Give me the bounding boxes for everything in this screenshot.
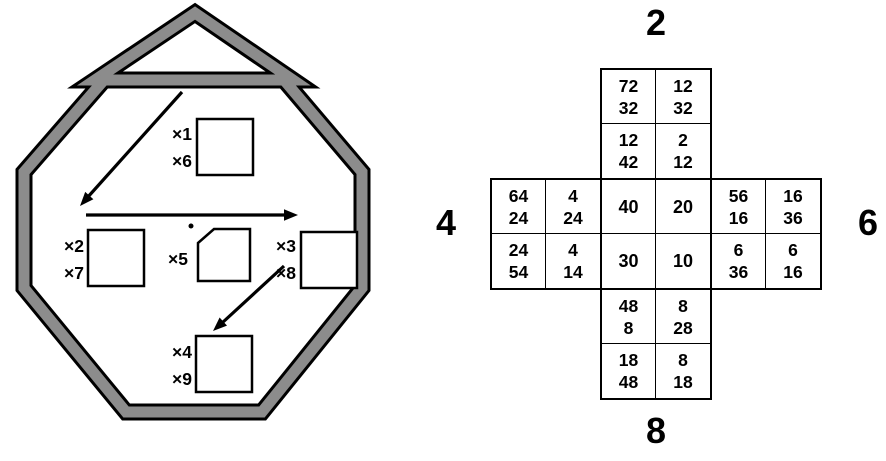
- grid-cell: 20: [656, 180, 710, 234]
- cell-value: 48: [618, 372, 639, 392]
- arrow-1-head: [80, 191, 94, 206]
- cell-value: 4: [568, 240, 578, 260]
- answer-box-2: [86, 228, 146, 288]
- cross-arm-left: 64 24 4 24 24 54 4 14: [490, 178, 602, 290]
- answer-box-3: [299, 230, 359, 290]
- grid-cell: 72 32: [602, 70, 656, 124]
- cell-value: 16: [783, 262, 803, 282]
- dot: [188, 223, 194, 229]
- grid-cell: 12 32: [656, 70, 710, 124]
- arrow-3-head: [213, 317, 227, 331]
- cell-value: 64: [508, 185, 529, 206]
- cross-arm-bottom: 48 8 8 28 18 48 8 18: [600, 288, 712, 400]
- cell-value: 8: [678, 295, 688, 316]
- outer-label-bottom: 8: [645, 410, 667, 451]
- cell-value: 6: [788, 240, 798, 260]
- arrow-1-line: [85, 90, 184, 200]
- multiplier-line: ×5: [168, 249, 188, 269]
- answer-box-4: [194, 334, 254, 394]
- cell-value: 36: [783, 207, 803, 228]
- grid-cell: 2 12: [656, 124, 710, 178]
- house-roof-outline: [67, 2, 321, 89]
- cell-value: 72: [618, 75, 639, 96]
- grid-cell: 56 16: [712, 180, 766, 234]
- grid-cell: 24 54: [492, 234, 546, 288]
- grid-cell: 4 14: [546, 234, 600, 288]
- cell-value: 14: [563, 262, 583, 282]
- grid-cell: 12 42: [602, 124, 656, 178]
- arrow-3-line: [220, 264, 286, 325]
- cell-value: 24: [508, 240, 529, 260]
- grid-cell: 64 24: [492, 180, 546, 234]
- multiplier-label-1: ×1 ×6: [145, 121, 192, 175]
- multiplier-label-2: ×2 ×7: [38, 233, 84, 287]
- multiplier-label-5: ×5: [146, 246, 188, 273]
- outer-label-top: 2: [645, 2, 667, 43]
- arrow-2-head: [284, 209, 298, 221]
- grid-cell: 10: [672, 251, 694, 271]
- grid-cell: 4 24: [546, 180, 600, 234]
- multiplier-line: ×2: [64, 236, 84, 256]
- cell-value: 12: [673, 75, 693, 96]
- grid-cell: 40: [602, 180, 656, 234]
- cell-value: 56: [728, 185, 749, 206]
- cell-value: 6: [733, 240, 744, 260]
- house-body-band: [18, 74, 368, 418]
- cell-value: 24: [508, 207, 529, 228]
- grid-cell: 6 16: [766, 234, 820, 288]
- grid-cell: 18 48: [602, 344, 656, 398]
- cell-value: 32: [618, 97, 639, 118]
- cell-value: 12: [673, 152, 693, 172]
- cell-value: 4: [568, 185, 578, 206]
- cross-arm-right: 56 16 16 36 6 36 6 16: [710, 178, 822, 290]
- answer-box-5: [196, 227, 252, 283]
- multiplier-line: ×7: [64, 263, 84, 283]
- grid-cell: 30: [602, 234, 656, 288]
- cell-value: 48: [618, 295, 639, 316]
- cell-value: 8: [678, 350, 688, 370]
- cell-value: 28: [673, 317, 693, 338]
- cell-value: 18: [618, 350, 639, 370]
- multiplier-line: ×8: [276, 263, 296, 283]
- multiplier-label-4: ×4 ×9: [148, 339, 192, 393]
- multiplier-line: ×4: [172, 342, 192, 362]
- grid-cell: 16 36: [766, 180, 820, 234]
- multiplier-line: ×3: [276, 236, 296, 256]
- cell-value: 54: [508, 262, 529, 282]
- outer-label-left: 4: [435, 202, 457, 243]
- grid-cell: 6 36: [712, 234, 766, 288]
- cell-value: 12: [618, 130, 639, 150]
- cross-center: 40 20 30 10: [600, 178, 712, 290]
- multiplier-line: ×9: [172, 369, 192, 389]
- multiplier-line: ×1: [172, 124, 192, 144]
- cell-value: 24: [563, 207, 583, 228]
- cell-value: 8: [623, 317, 634, 338]
- cell-value: 36: [728, 262, 749, 282]
- multiplier-line: ×6: [172, 151, 192, 171]
- grid-cell: 8 28: [656, 290, 710, 344]
- outer-label-right: 6: [857, 202, 879, 243]
- cell-value: 16: [783, 185, 803, 206]
- cell-value: 32: [673, 97, 693, 118]
- cell-value: 16: [728, 207, 749, 228]
- grid-cell: 8 18: [656, 344, 710, 398]
- cell-value: 2: [678, 130, 688, 150]
- cell-value: 42: [618, 152, 639, 172]
- grid-cell: 48 8: [602, 290, 656, 344]
- multiplier-label-3: ×3 ×8: [256, 233, 296, 287]
- answer-box-1: [195, 117, 255, 177]
- cell-value: 18: [673, 372, 693, 392]
- cross-arm-top: 72 32 12 32 12 42 2 12: [600, 68, 712, 180]
